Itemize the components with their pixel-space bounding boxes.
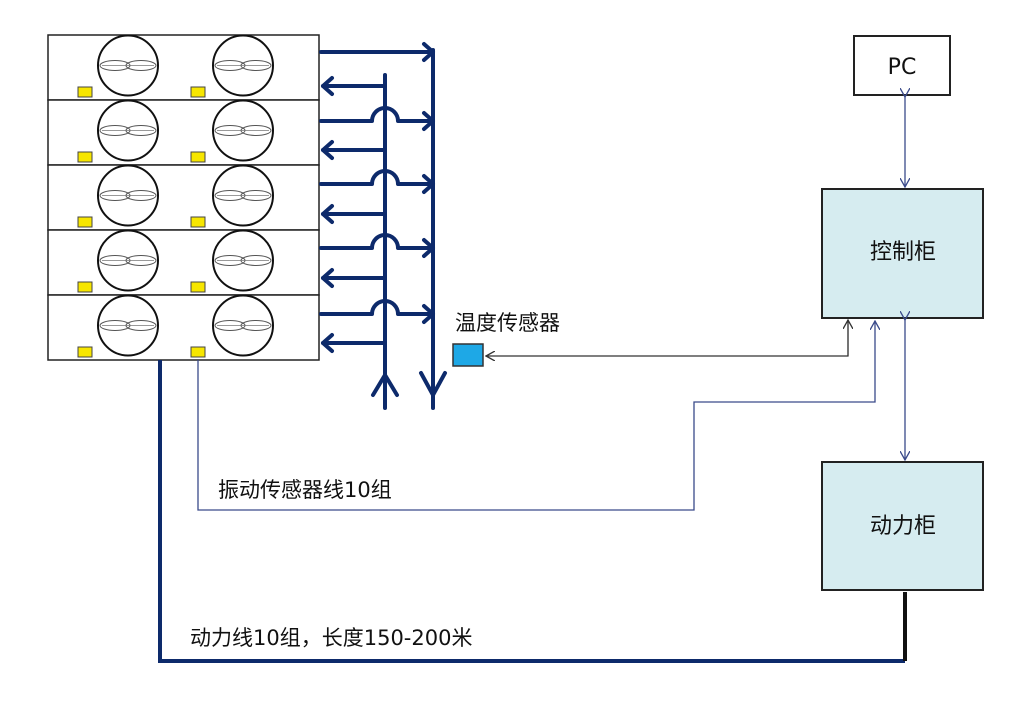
vibration-sensor <box>190 151 206 163</box>
vibration-sensor-line <box>197 321 875 511</box>
supply-branch <box>319 299 435 316</box>
fan-unit-row <box>47 164 320 231</box>
fan-icon <box>212 164 274 227</box>
fan-icon <box>212 99 274 162</box>
temperature-sensor-label: 温度传感器 <box>455 311 560 335</box>
vibration-sensor <box>190 346 206 358</box>
fan-icon <box>97 294 159 357</box>
fan-icon <box>212 34 274 97</box>
return-branch-arrow <box>321 268 334 288</box>
supply-branch <box>319 106 435 123</box>
vibration-sensor <box>77 281 93 293</box>
vibration-sensor <box>77 86 93 98</box>
supply-branch-arrow <box>422 304 435 324</box>
temperature-sensor: 温度传感器 <box>452 311 560 367</box>
fan-unit-row <box>47 294 320 361</box>
pipe-manifold <box>371 48 447 410</box>
vibration-sensor <box>77 346 93 358</box>
vibration-sensor <box>77 151 93 163</box>
vibration-sensor <box>190 86 206 98</box>
temperature-sensor-box <box>452 343 484 367</box>
power-cabinet: 动力柜 <box>821 461 984 591</box>
fan-icon <box>212 229 274 292</box>
fan-icon <box>212 294 274 357</box>
vibration-lines-label: 振动传感器线10组 <box>218 478 392 502</box>
supply-branch <box>319 169 435 186</box>
pc-box: PC <box>853 35 951 96</box>
control-cabinet-label: 控制柜 <box>870 240 936 265</box>
fan-icon <box>97 34 159 97</box>
control-cabinet: 控制柜 <box>821 188 984 319</box>
supply-branch-arrow <box>422 238 435 258</box>
power-line <box>158 360 907 663</box>
vibration-sensor <box>190 281 206 293</box>
return-branch-arrow <box>321 76 334 96</box>
supply-branch-arrow <box>422 174 435 194</box>
vibration-sensor <box>190 216 206 228</box>
fan-unit-stack <box>47 34 320 361</box>
supply-pipe-down-arrow <box>419 371 447 397</box>
return-branch-arrow <box>321 204 334 224</box>
vibration-sensor <box>77 216 93 228</box>
power-cabinet-label: 动力柜 <box>870 514 936 539</box>
return-pipe-up-arrow <box>371 373 399 397</box>
pc-label: PC <box>888 55 917 80</box>
power-lines-label: 动力线10组，长度150-200米 <box>190 626 472 650</box>
supply-branch-arrow <box>422 42 435 62</box>
supply-branch <box>319 233 435 250</box>
fan-icon <box>97 164 159 227</box>
fan-unit-row <box>47 34 320 101</box>
fan-icon <box>97 99 159 162</box>
fan-unit-row <box>47 229 320 296</box>
temperature-signal-line <box>486 320 848 356</box>
return-branch-arrow <box>321 333 334 353</box>
fan-icon <box>97 229 159 292</box>
return-branch-arrow <box>321 140 334 160</box>
fan-unit-row <box>47 99 320 166</box>
supply-branch-arrow <box>422 111 435 131</box>
